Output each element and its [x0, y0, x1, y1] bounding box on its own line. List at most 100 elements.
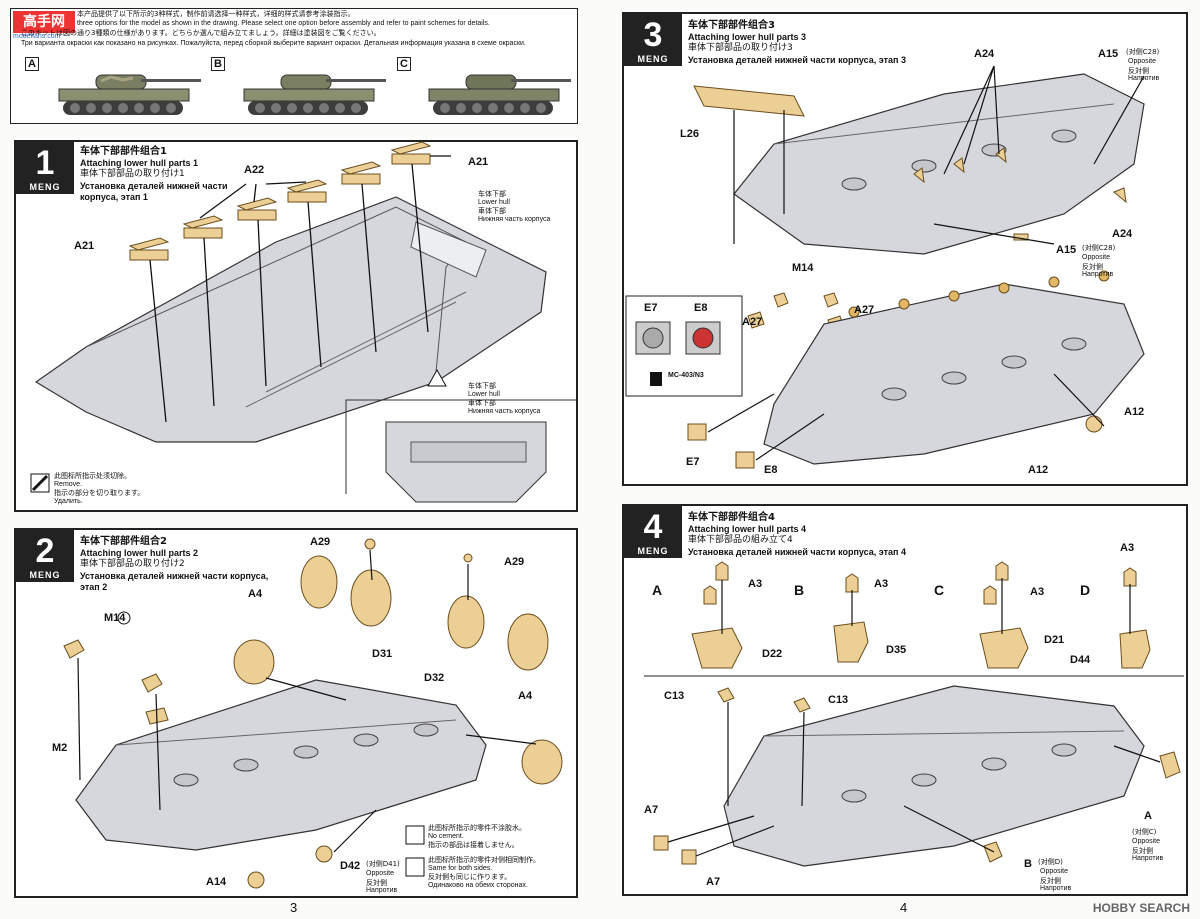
no-cement-note: 此图标所指示的零件不涂胶水。 No cement. 指示の部品は接着しません。 — [428, 824, 526, 850]
variant-d-bottom-part: D44 — [1070, 654, 1091, 666]
variant-b-bottom-part: D35 — [886, 644, 907, 656]
step-title-cn: 车体下部部件组合2 — [80, 536, 167, 547]
step-title-en: Attaching lower hull parts 1 — [80, 157, 199, 168]
step-title-cn: 车体下部部件组合1 — [80, 146, 167, 157]
header-options-frame: 高手网 modelfans.com 本产品提供了以下所示的3种样式，制作前请选择… — [10, 8, 578, 124]
opposite-ru: Напротив — [1040, 885, 1072, 892]
label-a4-right: A4 — [518, 690, 533, 702]
remove-jp: 指示の部分を切り取ります。 — [54, 489, 145, 497]
step-title-ru: Установка деталей нижней части корпуса, … — [688, 546, 907, 557]
label-e7-part: E7 — [686, 456, 700, 468]
step-4-title: 车体下部部件组合4 Attaching lower hull parts 4 車… — [688, 512, 906, 558]
page-number-right: 4 — [900, 900, 908, 915]
label-e7: E7 — [644, 302, 658, 314]
opposite-en: Opposite — [1082, 254, 1111, 261]
tank-variant-a — [58, 74, 201, 115]
remove-cn: 此图标所指示处须切除。 — [54, 472, 131, 480]
label-a24-right: A24 — [1112, 228, 1133, 240]
same-both-jp: 反対側も同じに作ります。 — [428, 873, 512, 881]
left-page: 高手网 modelfans.com 本产品提供了以下所示的3种样式，制作前请选择… — [10, 8, 578, 915]
opposite-jp: 反対側 — [1128, 66, 1149, 75]
variant-c-letter: C — [934, 582, 945, 598]
paint-code: MC-403/N3 — [668, 372, 704, 379]
label-b: B — [1024, 858, 1032, 870]
variant-c-top-part: A3 — [1030, 586, 1045, 598]
step-4-drawing — [644, 561, 1184, 867]
label-m2: M2 — [52, 742, 68, 754]
label-a: A — [1144, 810, 1152, 822]
opposite-jp: 反対側 — [1040, 876, 1061, 885]
step-title-jp: 車体下部部品の取り付け1 — [80, 169, 185, 179]
lower-hull-en: Lower hull — [478, 198, 510, 206]
hobby-search-watermark: HOBBY SEARCH — [1092, 901, 1190, 915]
step-title-ru: Установка деталей нижней части корпуса, … — [80, 570, 269, 593]
label-a27-right: A27 — [854, 304, 875, 316]
lower-hull-note-2: 车体下部 Lower hull 車体下部 Нижняя часть корпус… — [468, 382, 540, 416]
same-both-ru: Одинаково на обеих сторонах. — [428, 881, 528, 889]
label-l26: L26 — [680, 128, 699, 140]
label-d42: D42 — [340, 860, 361, 872]
label-e8: E8 — [694, 302, 708, 314]
remove-ru: Удалить. — [54, 497, 83, 505]
lower-hull-ru: Нижняя часть корпуса — [468, 407, 541, 415]
variant-d-top-part: A3 — [1120, 542, 1135, 554]
step-3-title: 车体下部部件组合3 Attaching lower hull parts 3 車… — [688, 20, 906, 66]
opposite-note-2: Opposite 反対側 Напротив — [1132, 838, 1163, 864]
step-title-en: Attaching lower hull parts 3 — [688, 31, 807, 42]
step-title-jp: 車体下部部品の取り付け2 — [80, 559, 185, 569]
step-title-jp: 車体下部部品の組み立て4 — [688, 535, 793, 545]
variant-a-label: A — [25, 57, 39, 71]
variant-c-label: C — [397, 57, 411, 71]
step-2-title: 车体下部部件组合2 Attaching lower hull parts 2 車… — [80, 536, 280, 594]
lower-hull-cn: 车体下部 — [468, 382, 496, 390]
opposite-ru: Напротив — [1128, 75, 1160, 82]
label-a15-mid: A15 — [1056, 244, 1077, 256]
opposite-en: Opposite — [1132, 838, 1161, 845]
same-both-cn: 此图标所指示的零件对侧相同制作。 — [428, 856, 540, 864]
lower-hull-ru: Нижняя часть корпуса — [478, 215, 551, 223]
label-a15-mid-note: (对侧C28) — [1082, 244, 1116, 252]
label-a29-left: A29 — [310, 536, 331, 548]
no-cement-jp: 指示の部品は接着しません。 — [428, 841, 519, 849]
opposite-note: Opposite 反対側 Напротив — [366, 870, 397, 896]
opposite-ru: Напротив — [366, 887, 398, 894]
label-c13-right: C13 — [828, 694, 849, 706]
step-1-title: 车体下部部件组合1 Attaching lower hull parts 1 車… — [80, 146, 250, 204]
meng-logo: MENG — [29, 182, 61, 192]
label-a21-left: A21 — [74, 240, 95, 252]
label-a27-left: A27 — [742, 316, 763, 328]
label-c13-left: C13 — [664, 690, 685, 702]
no-cement-cn: 此图标所指示的零件不涂胶水。 — [428, 824, 526, 832]
lower-hull-jp: 車体下部 — [478, 207, 506, 215]
meng-logo: MENG — [637, 54, 669, 64]
variant-d-letter: D — [1080, 582, 1091, 598]
variant-b-letter: B — [794, 582, 805, 598]
step-1-hull-drawing — [30, 141, 576, 503]
step-title-cn: 车体下部部件组合3 — [688, 20, 775, 31]
label-a15-top: A15 — [1098, 48, 1119, 60]
lower-hull-cn: 车体下部 — [478, 190, 506, 198]
opposite-jp: 反対側 — [1132, 846, 1153, 855]
site-logo: 高手网 — [13, 11, 75, 33]
opposite-en: Opposite — [366, 870, 395, 877]
label-b-note: (对侧D) — [1038, 858, 1063, 866]
header-line-en: three options for the model as shown in … — [77, 20, 490, 27]
site-logo-sub: modelfans.com — [13, 33, 61, 40]
variant-c-bottom-part: D21 — [1044, 634, 1065, 646]
step-title-jp: 車体下部部品の取り付け3 — [688, 43, 793, 53]
variant-a-top-part: A3 — [748, 578, 763, 590]
lower-hull-note: 车体下部 Lower hull 車体下部 Нижняя часть корпус… — [478, 190, 550, 224]
step-title-en: Attaching lower hull parts 2 — [80, 547, 199, 558]
variant-a-letter: A — [652, 582, 663, 598]
label-a15-top-note: (对侧C28) — [1126, 48, 1160, 56]
label-a14: A14 — [206, 876, 227, 888]
remove-en: Remove. — [54, 480, 83, 488]
label-a12-bottom: A12 — [1028, 464, 1049, 476]
opposite-jp: 反対側 — [366, 878, 387, 887]
